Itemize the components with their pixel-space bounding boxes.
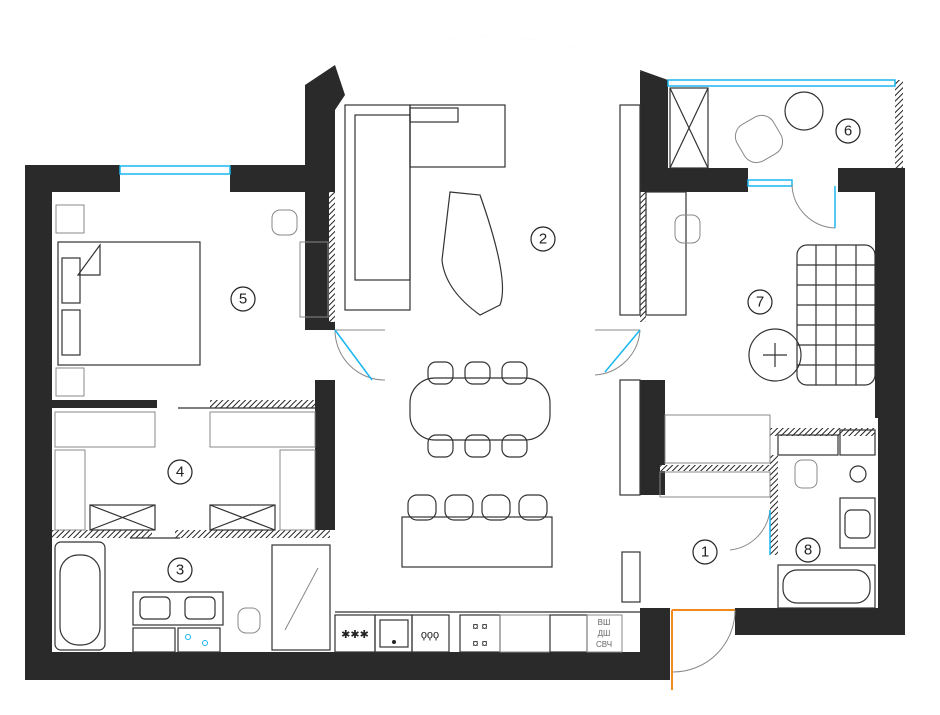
svg-text:¤ ¤: ¤ ¤ — [472, 638, 487, 650]
windows — [119, 35, 896, 187]
appliance-label-dishwasher-oven: ВШ — [598, 618, 611, 627]
doors — [130, 184, 836, 690]
svg-text:¤ ¤: ¤ ¤ — [472, 621, 487, 633]
svg-text:1: 1 — [701, 544, 709, 561]
svg-text:ϙϙϙ: ϙϙϙ — [421, 629, 439, 641]
furniture-balcony — [669, 87, 824, 169]
furniture-living — [344, 104, 641, 603]
svg-text:5: 5 — [239, 291, 247, 308]
room-number-1: 1 — [692, 539, 718, 565]
svg-text:7: 7 — [756, 294, 764, 311]
room-number-7: 7 — [747, 289, 773, 315]
furniture-bathroom — [54, 541, 331, 653]
svg-text:2: 2 — [539, 231, 547, 248]
furniture-wardrobe — [54, 411, 316, 531]
room-number-8: 8 — [795, 537, 821, 563]
kitchen-counter: ✱✱✱ ϙϙϙ ¤ ¤ ¤ ¤ ВШ ДШ СВЧ — [334, 611, 640, 653]
furniture-bathroom-2 — [777, 429, 876, 609]
room-number-5: 5 — [230, 286, 256, 312]
svg-text:6: 6 — [844, 123, 852, 140]
appliance-label-microwave: СВЧ — [596, 640, 612, 649]
appliance-label-dishwasher: ДШ — [598, 629, 611, 638]
room-number-6: 6 — [835, 118, 861, 144]
walls — [25, 65, 905, 680]
svg-text:8: 8 — [804, 542, 812, 559]
room-number-3: 3 — [167, 557, 193, 583]
dining-chairs — [407, 361, 548, 521]
svg-text:✱✱✱: ✱✱✱ — [341, 629, 369, 641]
svg-text:3: 3 — [176, 562, 184, 579]
furniture-study — [645, 191, 876, 498]
furniture-bedroom — [55, 204, 329, 397]
svg-text:4: 4 — [176, 464, 184, 481]
room-numbers: 1 2 3 4 5 6 7 8 — [167, 118, 861, 583]
room-number-2: 2 — [530, 226, 556, 252]
room-number-4: 4 — [167, 459, 193, 485]
